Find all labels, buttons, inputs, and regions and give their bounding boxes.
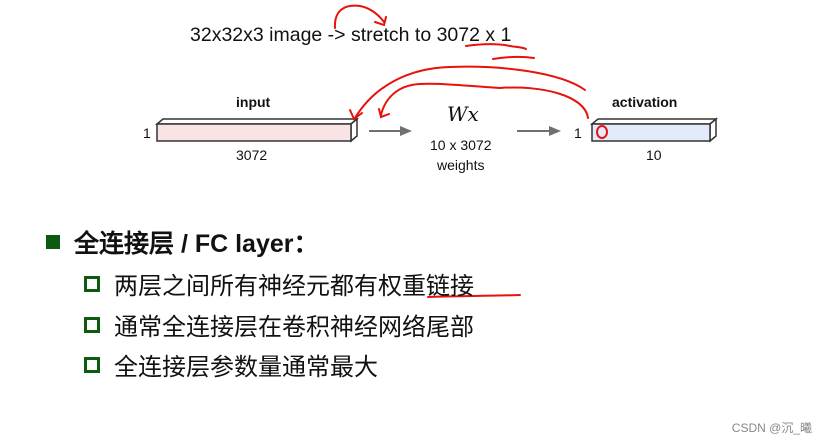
activation-height-label: 1 <box>574 125 582 141</box>
input-title: input <box>236 94 271 110</box>
activation-vector-bar <box>589 117 719 143</box>
arrow-weights-to-activation <box>517 126 561 136</box>
annotation-underline-weights <box>427 294 521 298</box>
filled-square-bullet-icon <box>46 235 60 249</box>
watermark: CSDN @沉_曦 <box>731 421 812 435</box>
annotation-arc-outer <box>354 65 586 119</box>
bullet-item-1: 两层之间所有神经元都有权重链接 <box>84 266 474 301</box>
section-title-text: 全连接层 / FC layer： <box>74 230 319 258</box>
hollow-square-bullet-icon <box>84 316 100 333</box>
activation-title: activation <box>612 94 678 110</box>
red-annotations <box>333 4 608 298</box>
annotation-arrowhead-small <box>374 16 387 27</box>
weights-label: weights <box>437 157 485 173</box>
input-height-label: 1 <box>143 125 151 141</box>
annotation-underline-3072 <box>465 43 527 50</box>
annotation-arrowhead-outer <box>349 109 363 121</box>
annotation-underline-3072-b <box>492 55 535 60</box>
weights-size: 10 x 3072 <box>430 137 492 153</box>
input-vector-bar <box>154 117 360 143</box>
bullet-item-1-underlined-text: 权重链接 <box>378 273 474 300</box>
section-title: 全连接层 / FC layer： <box>46 224 319 260</box>
bullet-item-3-text: 全连接层参数量通常最大 <box>114 354 378 381</box>
annotation-arc-image-to-stretch <box>333 4 385 29</box>
diagram-caption: 32x32x3 image -> stretch to 3072 x 1 <box>190 24 512 46</box>
annotation-arc-inner <box>380 82 589 119</box>
bullet-item-3: 全连接层参数量通常最大 <box>84 347 378 382</box>
annotation-circle-activation <box>596 125 608 139</box>
weights-formula: Wx <box>447 102 479 126</box>
bullet-item-2-text: 通常全连接层在卷积神经网络尾部 <box>114 314 474 341</box>
input-width-label: 3072 <box>236 147 268 163</box>
arrow-input-to-weights <box>369 126 412 136</box>
annotation-arrowhead-inner <box>378 108 390 119</box>
bullet-item-1-text: 两层之间所有神经元都有 <box>114 273 378 300</box>
activation-width-label: 10 <box>646 147 662 163</box>
hollow-square-bullet-icon <box>84 356 100 373</box>
hollow-square-bullet-icon <box>84 275 100 292</box>
bullet-item-2: 通常全连接层在卷积神经网络尾部 <box>84 307 474 342</box>
